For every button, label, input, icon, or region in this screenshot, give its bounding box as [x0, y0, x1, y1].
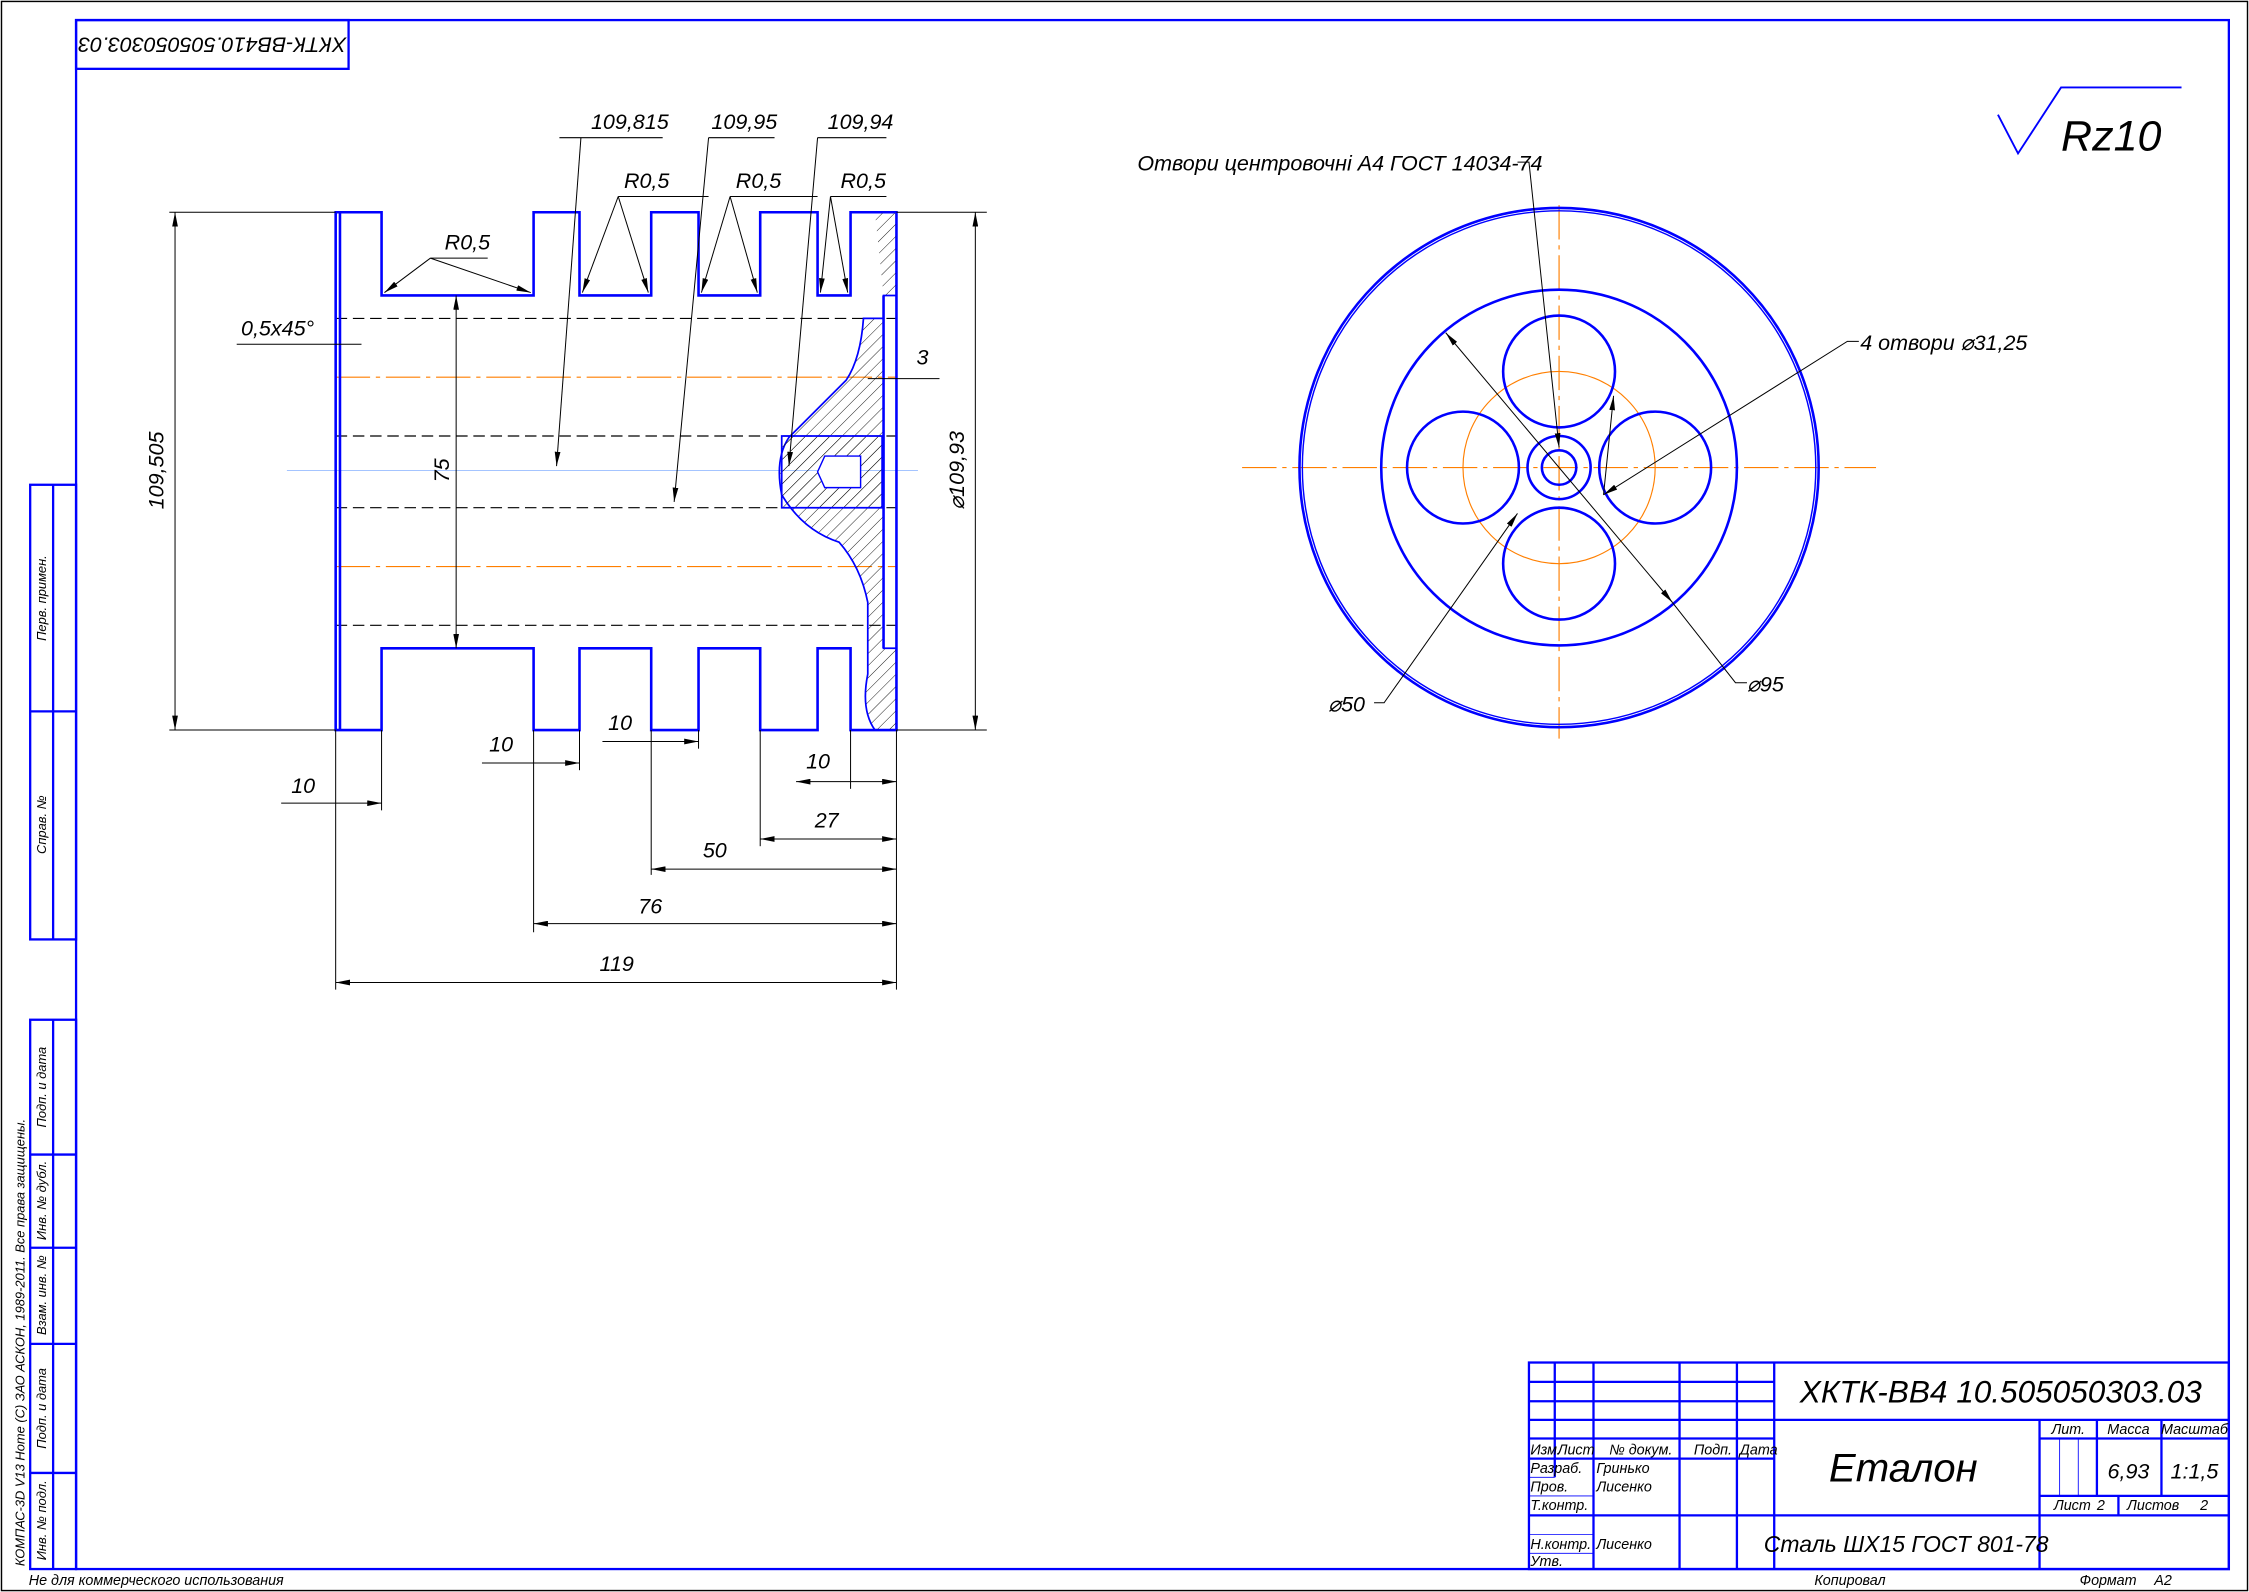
tb-lit-label: Лит. [2050, 1422, 2085, 1438]
side-strip: Перв. примен. Справ. № Подп. и дата Инв.… [12, 483, 78, 1571]
dim-outer-diameter: ⌀109,93 [945, 431, 969, 510]
dim-width: 10 [608, 711, 632, 735]
tb-header-izm: Изм. [1530, 1442, 1561, 1458]
dim-width: 10 [806, 750, 830, 774]
side-cell-label: Подп. и дата [34, 1368, 49, 1449]
dim-109-95: 109,95 [711, 110, 778, 134]
center-holes-note: Отвори центровочні А4 ГОСТ 14034-74 [1137, 152, 1542, 176]
rotated-designation-box: ХКТК-ВВ410.505050303.03 [74, 18, 350, 70]
tb-role: Н.контр. [1530, 1537, 1591, 1553]
tb-name: Лисенко [1595, 1537, 1652, 1553]
tb-header-doc: № докум. [1609, 1442, 1672, 1458]
diameter-95-label: ⌀95 [1747, 672, 1785, 696]
radius-label: R0,5 [841, 169, 887, 193]
tb-header-list: Лист [1557, 1442, 1595, 1458]
side-cell-label: Инв. № дубл. [34, 1161, 49, 1240]
diameter-50-label: ⌀50 [1328, 692, 1365, 716]
tb-name: Лисенко [1595, 1480, 1652, 1496]
dim-109-815: 109,815 [591, 110, 670, 134]
dim-109-505: 109,505 [145, 431, 169, 510]
noncommercial-note: Не для коммерческого использования [29, 1573, 284, 1589]
title-block: Изм. Лист № докум. Подп. Дата Разраб. Гр… [1527, 1361, 2231, 1571]
tb-sheets: 2 [2199, 1498, 2208, 1514]
dim-width: 10 [291, 774, 315, 798]
radius-label: R0,5 [624, 169, 670, 193]
dim-27: 27 [814, 809, 840, 833]
tb-header-sign: Подп. [1694, 1442, 1732, 1458]
tb-sheets-label: Листов [2126, 1498, 2180, 1514]
roughness-value: Rz10 [2061, 113, 2161, 161]
format-value: А2 [2153, 1573, 2172, 1589]
dim-119: 119 [600, 952, 634, 976]
side-cell-label: Инв. № подл. [34, 1480, 49, 1560]
format-label: Формат [2080, 1573, 2137, 1589]
side-cell-label: Справ. № [34, 795, 49, 854]
side-view-pulley: 109,505 75 ⌀109,93 109,815 109,95 109,94… [145, 110, 987, 990]
dim-76: 76 [638, 895, 662, 919]
tb-mass: 6,93 [2108, 1460, 2150, 1484]
tb-part-name: Еталон [1829, 1446, 1978, 1491]
tb-scale: 1:1,5 [2171, 1460, 2220, 1484]
copyright-text: КОМПАС-3D V13 Home (С) ЗАО АСКОН, 1989-2… [12, 1119, 27, 1566]
tb-role: Т.контр. [1530, 1498, 1588, 1514]
tb-role: Пров. [1530, 1480, 1568, 1496]
tb-mass-label: Масса [2107, 1422, 2149, 1438]
tb-sheet: 2 [2096, 1498, 2105, 1514]
tb-role: Утв. [1529, 1554, 1563, 1570]
dim-50: 50 [703, 839, 727, 863]
dim-3: 3 [917, 345, 929, 369]
holes-note: 4 отвори ⌀31,25 [1860, 331, 2028, 355]
roughness-symbol: Rz10 [1997, 86, 2182, 161]
tb-scale-label: Масштаб [2161, 1422, 2229, 1438]
side-cell-label: Подп. и дата [34, 1047, 49, 1128]
side-cell-label: Перв. примен. [34, 555, 49, 641]
copied-label: Копировал [1814, 1573, 1885, 1589]
dim-109-94: 109,94 [828, 110, 894, 134]
dim-width: 10 [489, 733, 513, 757]
tb-material: Сталь ШХ15 ГОСТ 801-78 [1764, 1531, 2049, 1557]
tb-name: Гринько [1596, 1461, 1649, 1477]
radius-label: R0,5 [736, 169, 782, 193]
tb-role: Разраб. [1530, 1461, 1582, 1477]
side-cell-label: Взам. инв. № [34, 1255, 49, 1335]
rotated-designation: ХКТК-ВВ410.505050303.03 [78, 32, 347, 56]
tb-designation: ХКТК-ВВ4 10.505050303.03 [1799, 1374, 2202, 1410]
tb-sheet-label: Лист [2053, 1498, 2091, 1514]
tb-header-date: Дата [1738, 1442, 1778, 1458]
chamfer-label: 0,5x45° [241, 317, 315, 341]
dim-75: 75 [430, 457, 454, 482]
front-view-pulley: Отвори центровочні А4 ГОСТ 14034-74 4 от… [1137, 152, 2028, 739]
radius-label: R0,5 [445, 231, 491, 255]
inner-frame [74, 18, 2231, 1571]
